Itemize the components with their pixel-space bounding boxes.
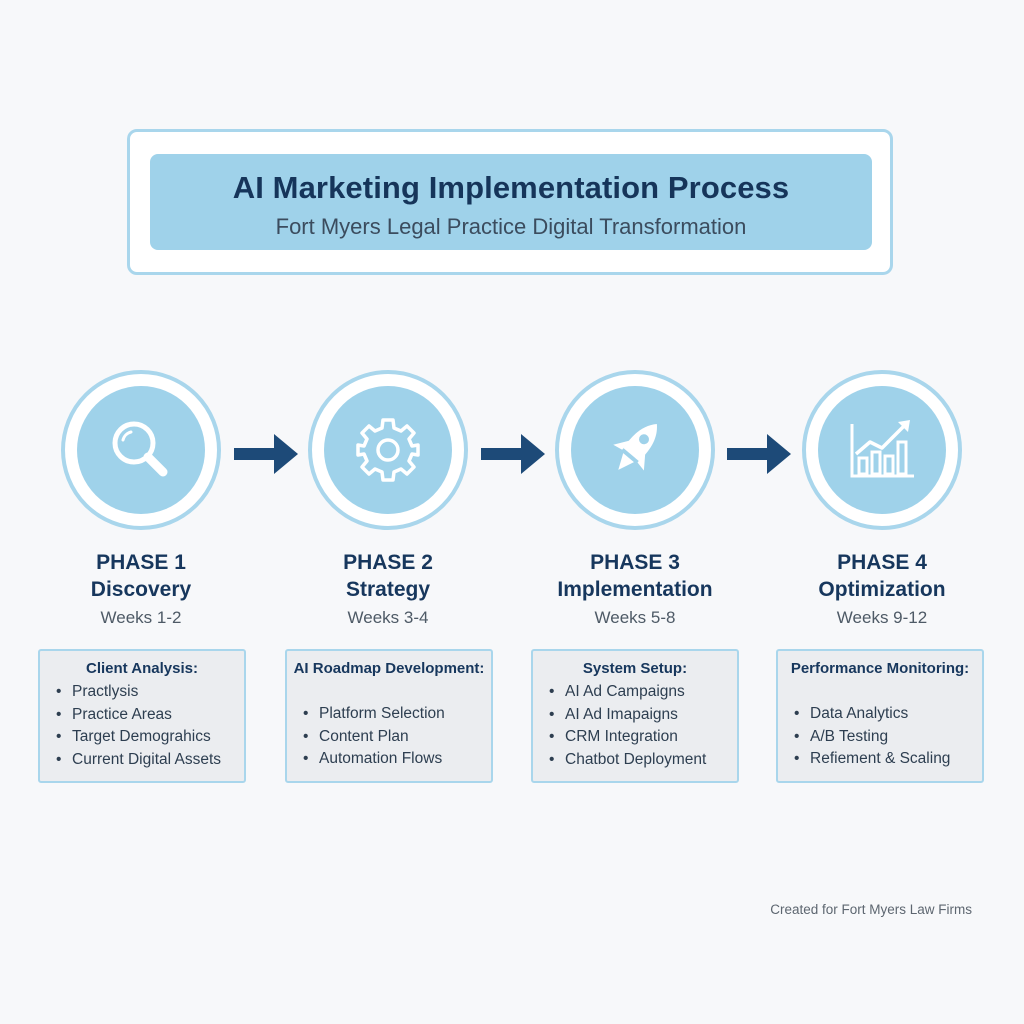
phase-1-number: PHASE 1 <box>96 551 186 574</box>
bullet: • <box>794 705 800 722</box>
phase-1-weeks: Weeks 1-2 <box>100 608 182 627</box>
bullet: • <box>549 683 555 700</box>
phase-3: PHASE 3 Implementation Weeks 5-8 <box>515 370 755 628</box>
phase-4-details: Performance Monitoring: • Data Analytics … <box>776 649 984 783</box>
bullet: • <box>56 751 62 769</box>
phase-2-number: PHASE 2 <box>343 551 433 574</box>
list-item: • Practlysis <box>56 681 244 704</box>
phase-4-details-title: Performance Monitoring: <box>790 660 970 677</box>
list-item-text: Practice Areas <box>72 705 172 723</box>
phase-4-weeks: Weeks 9-12 <box>836 608 928 627</box>
page-title: AI Marketing Implementation Process <box>232 170 790 205</box>
arrow-right-icon <box>481 434 545 474</box>
bullet: • <box>549 751 555 769</box>
list-item: • A/B Testing <box>794 726 982 749</box>
bullet: • <box>549 705 555 723</box>
bullet: • <box>56 728 62 746</box>
title-banner: AI Marketing Implementation Process Fort… <box>150 154 872 250</box>
list-item-text: Platform Selection <box>319 705 445 722</box>
list-item-text: Chatbot Deployment <box>565 751 707 769</box>
list-item-text: Practlysis <box>72 683 139 700</box>
list-item-text: Automation Flows <box>319 750 443 768</box>
phase-3-details: System Setup: • AI Ad Campaigns • AI Ad Im… <box>531 649 739 783</box>
list-item-text: Current Digital Assets <box>72 751 222 769</box>
list-item-text: AI Ad Campaigns <box>565 683 685 700</box>
list-item: • Chatbot Deployment <box>549 749 737 772</box>
gear-icon <box>356 418 420 482</box>
rocket-icon <box>613 423 657 471</box>
phase-4: PHASE 4 Optimization Weeks 9-12 <box>762 370 1002 628</box>
phase-3-weeks: Weeks 5-8 <box>594 608 676 627</box>
phase-2-details-list: • Platform Selection • Content Plan • Autom… <box>287 703 491 771</box>
list-item: • Automation Flows <box>303 748 491 771</box>
phase-4-circle <box>802 370 962 530</box>
phase-2-weeks: Weeks 3-4 <box>347 608 429 627</box>
list-item: • Content Plan <box>303 726 491 749</box>
list-item-text: Content Plan <box>319 727 409 745</box>
bullet: • <box>794 750 800 768</box>
phase-1-circle <box>61 370 221 530</box>
list-item: • AI Ad Campaigns <box>549 681 737 704</box>
list-item-text: Refiement & Scaling <box>810 750 951 768</box>
list-item: • Data Analytics <box>794 703 982 726</box>
phase-2-details-title: AI Roadmap Development: <box>293 660 485 677</box>
phase-2-name: Strategy <box>345 578 431 601</box>
phase-3-number: PHASE 3 <box>590 551 680 574</box>
list-item: • Refiement & Scaling <box>794 748 982 771</box>
list-item: • Platform Selection <box>303 703 491 726</box>
phase-3-details-title: System Setup: <box>582 660 688 677</box>
phase-1-name: Discovery <box>90 578 192 601</box>
phase-4-details-list: • Data Analytics • A/B Testing • Refiement … <box>778 703 982 771</box>
bullet: • <box>56 705 62 723</box>
phase-3-circle <box>555 370 715 530</box>
phase-4-name: Optimization <box>818 578 946 601</box>
list-item: • CRM Integration <box>549 726 737 749</box>
list-item-text: A/B Testing <box>810 727 889 745</box>
phase-3-details-list: • AI Ad Campaigns • AI Ad Imapaigns • CRM I… <box>533 681 737 772</box>
bullet: • <box>303 705 309 722</box>
bullet: • <box>303 727 309 745</box>
phase-1: PHASE 1 Discovery Weeks 1-2 <box>21 370 261 628</box>
list-item-text: Data Analytics <box>810 705 909 722</box>
growth-chart-icon <box>850 420 914 478</box>
arrow-right-icon <box>234 434 298 474</box>
list-item-text: CRM Integration <box>565 728 678 746</box>
list-item-text: Target Demograhics <box>72 728 211 746</box>
phase-3-name: Implementation <box>557 578 713 601</box>
title-frame: AI Marketing Implementation Process Fort… <box>127 129 893 275</box>
magnifier-icon <box>112 421 168 477</box>
bullet: • <box>303 750 309 768</box>
list-item: • Current Digital Assets <box>56 749 244 772</box>
phase-1-details: Client Analysis: • Practlysis • Practice A… <box>38 649 246 783</box>
phase-4-number: PHASE 4 <box>837 551 927 574</box>
page-subtitle: Fort Myers Legal Practice Digital Transf… <box>275 214 747 239</box>
phase-2-details: AI Roadmap Development: • Platform Select… <box>285 649 493 783</box>
bullet: • <box>794 727 800 745</box>
bullet: • <box>56 683 62 700</box>
bullet: • <box>549 728 555 746</box>
list-item: • Target Demograhics <box>56 726 244 749</box>
phase-2-circle <box>308 370 468 530</box>
phase-1-details-title: Client Analysis: <box>86 660 198 677</box>
list-item: • AI Ad Imapaigns <box>549 704 737 727</box>
list-item-text: AI Ad Imapaigns <box>565 705 678 723</box>
phase-1-details-list: • Practlysis • Practice Areas • Target Demo… <box>40 681 244 772</box>
footer-credit: Created for Fort Myers Law Firms <box>770 902 972 917</box>
phase-2: PHASE 2 Strategy Weeks 3-4 <box>268 370 508 628</box>
arrow-right-icon <box>727 434 791 474</box>
list-item: • Practice Areas <box>56 704 244 727</box>
